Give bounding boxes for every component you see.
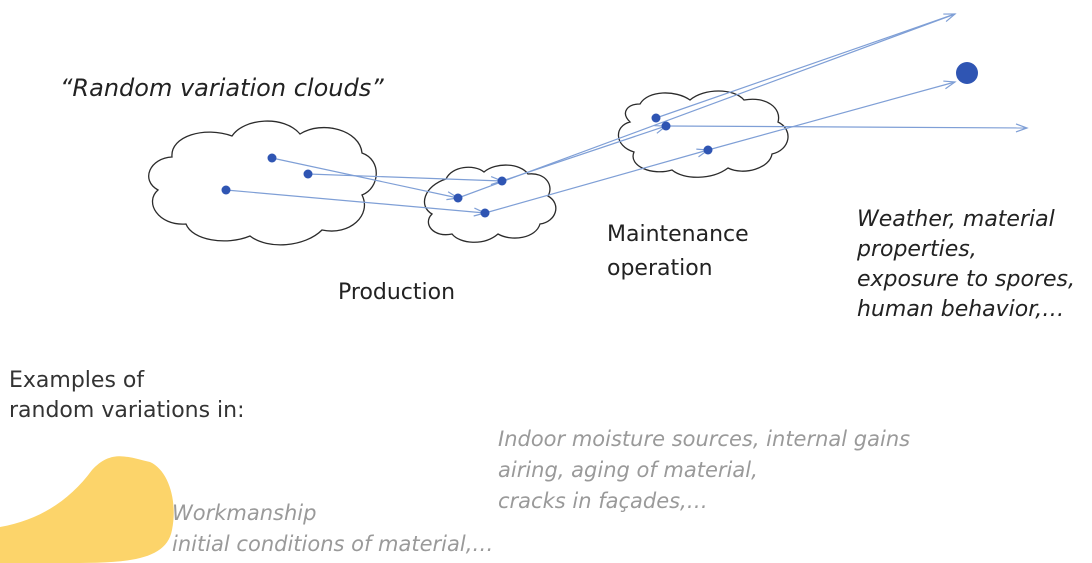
examples-heading: Examples of random variations in: — [9, 368, 245, 423]
operation-examples: Indoor moisture sources, internal gains … — [498, 427, 911, 513]
sample-dot — [661, 121, 671, 131]
accent-blob — [0, 456, 174, 563]
arrow-maintenance-inner — [655, 13, 956, 119]
sample-dot — [651, 113, 661, 123]
production-cloud — [423, 164, 557, 243]
arrow-maintenance-to-dot — [707, 80, 957, 151]
arrow-production-to-maintenance — [484, 148, 710, 214]
arrow-top-to-production — [271, 157, 460, 201]
sample-dot — [497, 176, 507, 186]
arrow-production-to-upper — [457, 13, 957, 199]
diagram-title: “Random variation clouds” — [60, 74, 384, 102]
production-input-cloud — [148, 120, 377, 246]
sample-dot — [303, 169, 313, 179]
sample-dot — [267, 153, 277, 163]
production-label: Production — [338, 280, 456, 305]
sample-dot — [703, 145, 713, 155]
sample-dot — [453, 193, 463, 203]
maintenance-cloud — [617, 90, 789, 178]
outcome-dot — [956, 62, 978, 84]
arrow-production-to-right — [501, 125, 668, 182]
maintenance-label: Maintenance operation — [607, 222, 749, 281]
sample-dot — [221, 185, 231, 195]
arrow-maintenance-to-right — [665, 123, 1029, 133]
arrow-middle-to-production — [307, 173, 504, 186]
external-factors-label: Weather, material properties, exposure t… — [857, 207, 1075, 322]
arrow-lower-to-production — [225, 189, 487, 217]
sample-dot — [480, 208, 490, 218]
production-examples: Workmanship initial conditions of materi… — [172, 501, 494, 556]
